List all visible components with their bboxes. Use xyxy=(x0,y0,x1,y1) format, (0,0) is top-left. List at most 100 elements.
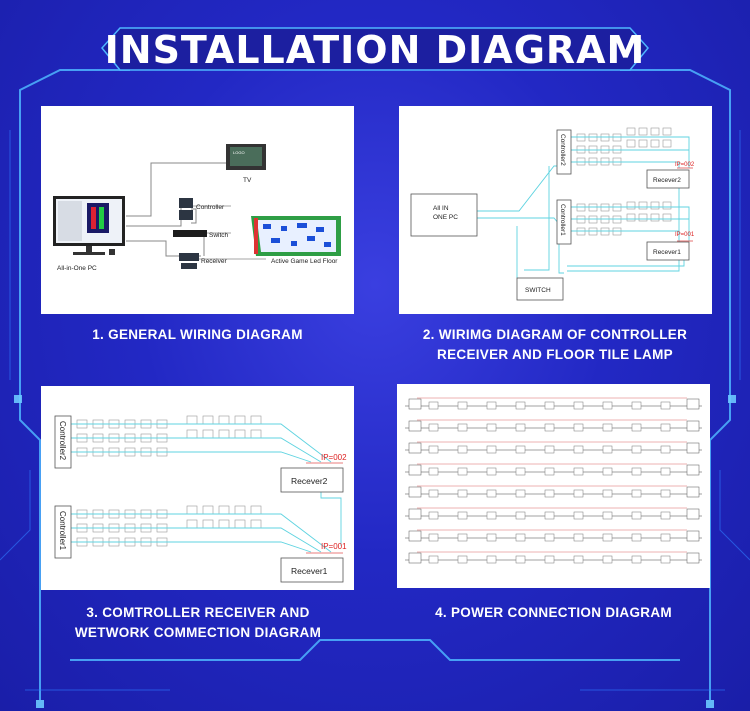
led-module xyxy=(428,445,439,454)
pc-label-line1: All IN xyxy=(433,205,449,212)
panel-general-wiring: LOGO TV All-in-One PC Controller Switch xyxy=(41,106,354,314)
led-module xyxy=(515,555,526,564)
led-module xyxy=(515,511,526,520)
receiver1-box xyxy=(280,557,344,583)
power-input-box xyxy=(686,530,700,542)
receiver1-label: Recever1 xyxy=(653,249,681,256)
controller1-label: Controller1 xyxy=(58,511,67,551)
power-input-box xyxy=(408,552,422,564)
led-module xyxy=(428,555,439,564)
led-module xyxy=(457,467,468,476)
led-module xyxy=(631,423,642,432)
led-module xyxy=(602,555,613,564)
controller1-label: Controller1 xyxy=(559,204,566,236)
led-module xyxy=(631,555,642,564)
controller-receiver-wiring-diagram: All IN ONE PC Controller2 Controller1 Re… xyxy=(410,127,695,301)
led-module xyxy=(428,467,439,476)
led-module xyxy=(428,511,439,520)
led-module xyxy=(486,445,497,454)
power-input-box xyxy=(408,464,422,476)
power-input-box xyxy=(686,486,700,498)
led-module xyxy=(428,489,439,498)
ip1-label: IP=001 xyxy=(321,542,347,551)
caption-line: 2. WIRIMG DIAGRAM OF CONTROLLER xyxy=(422,327,688,342)
receiver2-box xyxy=(280,467,344,493)
pc-label: All-in-One PC xyxy=(57,265,97,272)
led-module xyxy=(457,555,468,564)
led-module xyxy=(660,423,671,432)
led-module xyxy=(660,467,671,476)
led-module xyxy=(544,467,555,476)
led-module xyxy=(544,401,555,410)
caption-line: 3. COMTROLLER RECEIVER AND xyxy=(86,605,310,620)
led-module xyxy=(660,555,671,564)
led-module xyxy=(457,401,468,410)
led-module xyxy=(457,511,468,520)
svg-text:LOGO: LOGO xyxy=(233,150,245,155)
panel-controller-receiver-wiring: All IN ONE PC Controller2 Controller1 Re… xyxy=(399,106,712,314)
led-module xyxy=(602,511,613,520)
receiver2-box xyxy=(646,169,690,189)
receiver2-label: Recever2 xyxy=(291,476,328,486)
led-module xyxy=(428,401,439,410)
led-module xyxy=(573,511,584,520)
receiver2-label: Recever2 xyxy=(653,177,681,184)
led-module xyxy=(573,555,584,564)
led-module xyxy=(515,423,526,432)
power-input-box xyxy=(408,420,422,432)
led-module xyxy=(457,445,468,454)
led-module xyxy=(573,467,584,476)
led-module xyxy=(457,423,468,432)
ip2-label: IP=002 xyxy=(321,453,347,462)
led-module xyxy=(428,423,439,432)
led-module xyxy=(544,423,555,432)
general-wiring-diagram: LOGO TV All-in-One PC Controller Switch xyxy=(53,144,341,272)
led-module xyxy=(631,533,642,542)
pc-label-line2: ONE PC xyxy=(433,214,458,221)
led-module xyxy=(660,489,671,498)
caption-controller-receiver-wiring: 2. WIRIMG DIAGRAM OF CONTROLLER RECEIVER… xyxy=(390,325,720,365)
led-module xyxy=(573,401,584,410)
power-input-box xyxy=(408,398,422,410)
controller2-label: Controller2 xyxy=(559,134,566,166)
led-module xyxy=(544,511,555,520)
receiver-icon xyxy=(179,253,199,261)
switch-icon xyxy=(173,230,207,237)
receiver1-label: Recever1 xyxy=(291,566,328,576)
receiver1-box xyxy=(646,241,690,261)
page-title: INSTALLATION DIAGRAM xyxy=(104,28,646,72)
led-module xyxy=(660,401,671,410)
power-input-box xyxy=(686,552,700,564)
led-module xyxy=(544,533,555,542)
led-module xyxy=(631,401,642,410)
power-input-box xyxy=(408,530,422,542)
led-module xyxy=(428,533,439,542)
ip2-label: IP=002 xyxy=(675,162,695,168)
led-module xyxy=(631,467,642,476)
led-module xyxy=(486,401,497,410)
switch-label: Switch xyxy=(209,232,229,239)
led-module xyxy=(544,555,555,564)
panel-network-connection: Controller2 Controller1 Recever2 IP=002 … xyxy=(41,386,354,590)
caption-power-connection: 4. POWER CONNECTION DIAGRAM xyxy=(397,603,710,623)
led-module xyxy=(515,467,526,476)
led-module xyxy=(573,489,584,498)
power-input-box xyxy=(408,442,422,454)
led-module xyxy=(602,467,613,476)
caption-line: 1. GENERAL WIRING DIAGRAM xyxy=(92,327,303,342)
led-module xyxy=(457,533,468,542)
controller1-box xyxy=(556,199,572,245)
led-module xyxy=(660,445,671,454)
caption-general-wiring: 1. GENERAL WIRING DIAGRAM xyxy=(41,325,354,345)
controller-icon-top xyxy=(179,198,193,208)
led-module xyxy=(660,533,671,542)
led-module xyxy=(602,489,613,498)
led-module xyxy=(486,555,497,564)
caption-network-connection: 3. COMTROLLER RECEIVER AND WETWORK COMME… xyxy=(30,603,366,643)
caption-line: 4. POWER CONNECTION DIAGRAM xyxy=(435,605,672,620)
power-input-box xyxy=(408,508,422,520)
led-module xyxy=(515,489,526,498)
floor-label: Active Game Led Floor xyxy=(271,258,338,265)
switch-label: SWITCH xyxy=(525,287,551,294)
